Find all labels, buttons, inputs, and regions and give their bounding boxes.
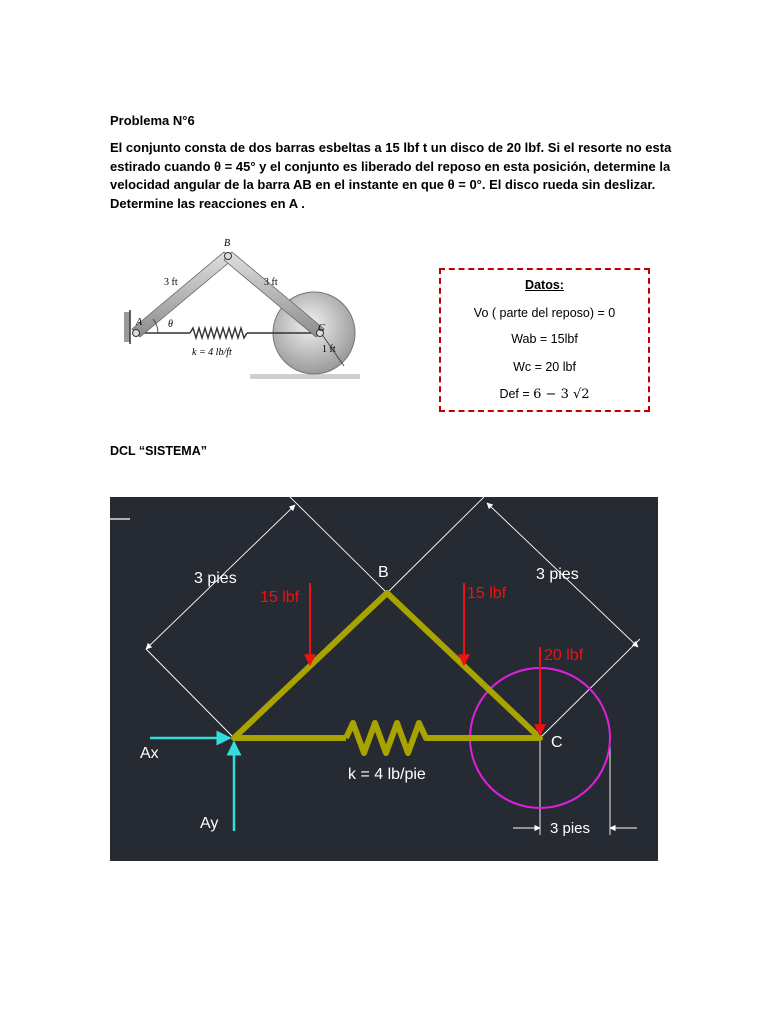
reaction-forces xyxy=(150,730,242,831)
reaction-y-label: Ay xyxy=(200,815,218,832)
dim-right-label: 3 pies xyxy=(536,566,579,583)
datos-box: Datos: Vo ( parte del reposo) = 0 Wab = … xyxy=(439,268,650,412)
mechanism-figure: B A C θ 3 ft 3 ft k = 4 lb/ft 1 ft xyxy=(124,238,360,379)
datos-def: Def = 6 − 3 √2 xyxy=(441,387,648,402)
datos-vo: Vo ( parte del reposo) = 0 xyxy=(473,306,616,320)
spring xyxy=(189,325,248,341)
label-theta: θ xyxy=(168,319,173,330)
datos-def-label: Def = xyxy=(499,387,530,401)
ground xyxy=(250,374,360,379)
bar-ab xyxy=(131,251,233,338)
force-c-label: 20 lbf xyxy=(544,647,584,664)
wall-support xyxy=(124,312,130,342)
datos-header: Datos: xyxy=(525,278,564,292)
statement-line-4: Determine las reacciones en A . xyxy=(110,195,305,211)
bar-ab-length: 3 ft xyxy=(164,277,178,288)
force-ab-label: 15 lbf xyxy=(260,589,300,606)
spring-label: k = 4 lb/ft xyxy=(192,347,232,358)
dim-left-label: 3 pies xyxy=(194,570,237,587)
label-a: A xyxy=(135,317,143,328)
spring-zigzag xyxy=(343,720,434,756)
problem-title: Problema N°6 xyxy=(110,113,195,128)
dcl-heading: DCL “SISTEMA” xyxy=(110,444,207,458)
label-b: B xyxy=(224,238,230,249)
weight-forces xyxy=(304,583,546,737)
problem-statement: El conjunto consta de dos barras esbelta… xyxy=(110,139,672,213)
statement-line-2: estirado cuando θ = 45° y el conjunto es… xyxy=(110,158,671,174)
dcl-label-c: C xyxy=(551,734,563,751)
reaction-x-label: Ax xyxy=(140,745,159,762)
spring-constant-label: k = 4 lb/pie xyxy=(348,766,426,783)
disk-radius-label: 1 ft xyxy=(322,344,336,355)
datos-def-value: 6 − 3 √2 xyxy=(533,387,590,402)
dim-bottom-label: 3 pies xyxy=(550,820,590,837)
free-body-diagram: B C 3 pies 3 pies 3 pies 15 lbf 15 lbf 2… xyxy=(110,497,658,861)
label-c: C xyxy=(318,323,325,334)
dimension-lines xyxy=(145,497,641,835)
statement-line-3: velocidad angular de la barra AB en el i… xyxy=(110,177,656,192)
statement-line-1: El conjunto consta de dos barras esbelta… xyxy=(110,140,672,155)
bar-bc-length: 3 ft xyxy=(264,277,278,288)
force-bc-label: 15 lbf xyxy=(467,585,507,602)
datos-wab: Wab = 15lbf xyxy=(511,332,578,346)
datos-wc: Wc = 20 lbf xyxy=(513,360,576,374)
dcl-label-b: B xyxy=(378,564,389,581)
